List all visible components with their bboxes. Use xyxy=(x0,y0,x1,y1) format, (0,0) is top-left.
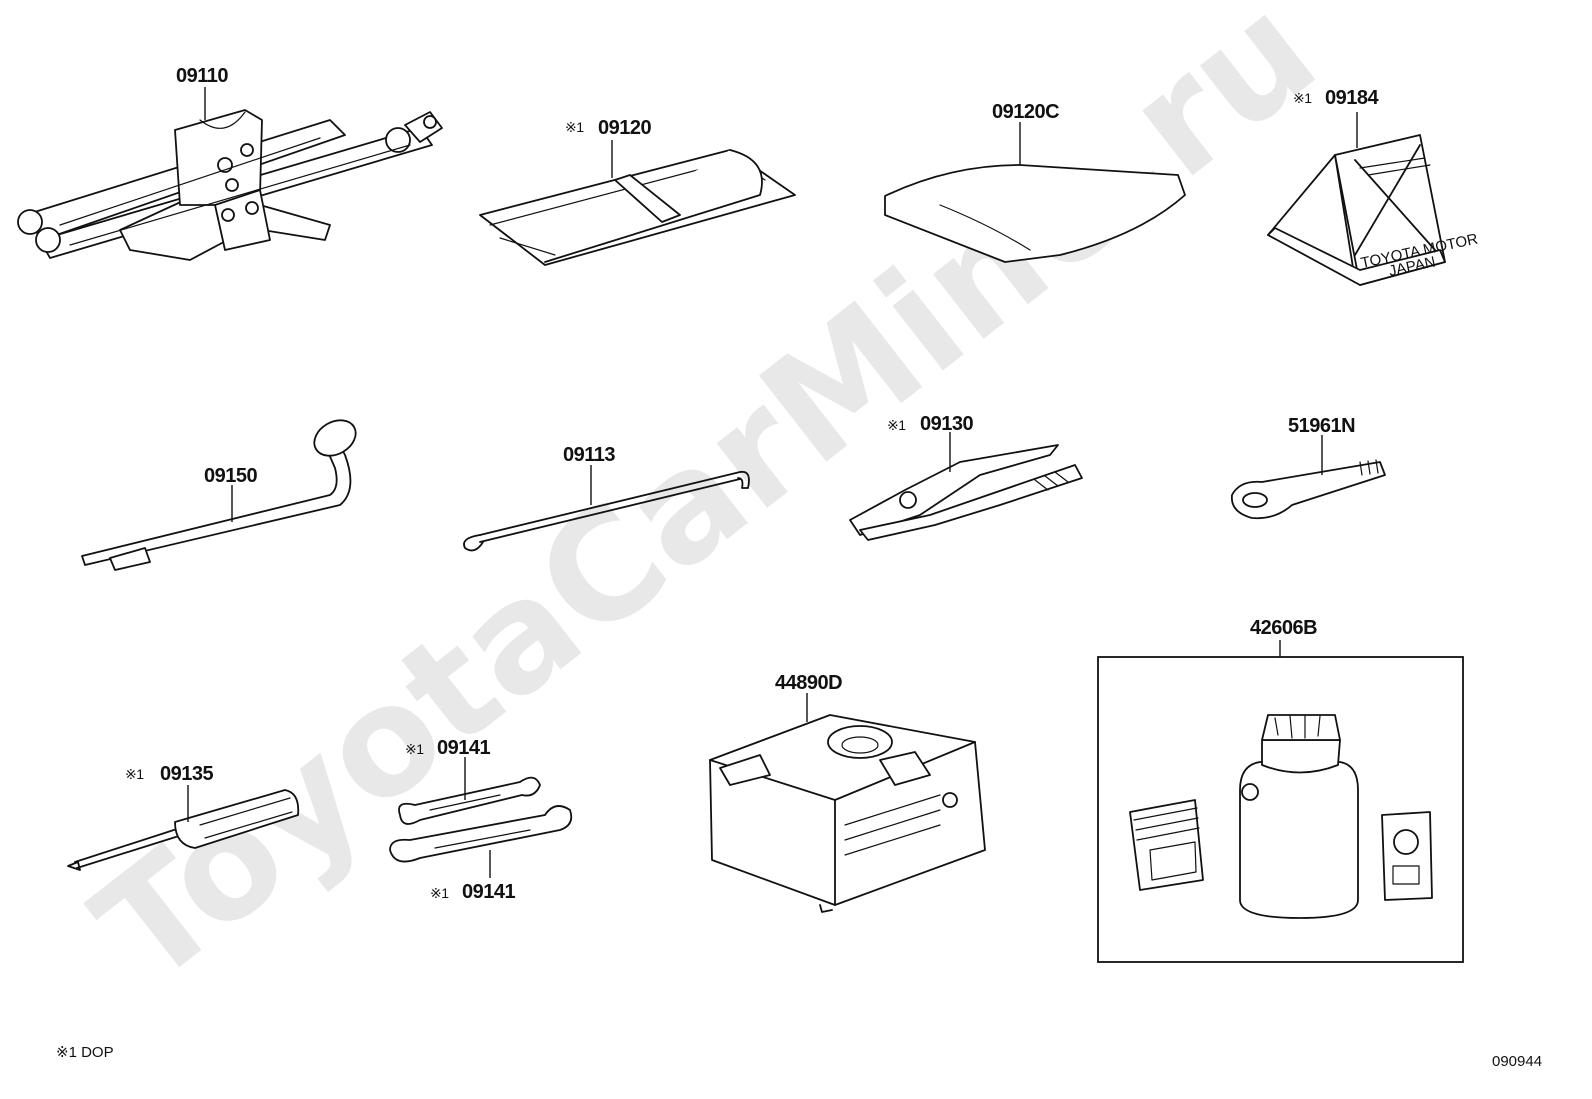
part-label-09120: 09120 xyxy=(598,117,651,139)
part-label-09113: 09113 xyxy=(563,444,615,466)
part-ref-09184: ※1 xyxy=(1293,90,1312,106)
repair-kit-frame xyxy=(1097,656,1464,963)
part-label-09135: 09135 xyxy=(160,763,213,785)
part-label-09130: 09130 xyxy=(920,413,973,435)
part-label-42606B: 42606B xyxy=(1250,617,1317,639)
lug-wrench-illustration xyxy=(81,419,357,571)
part-ref-09141-top: ※1 xyxy=(405,741,424,757)
part-label-09110: 09110 xyxy=(176,65,228,87)
part-ref-09130: ※1 xyxy=(887,417,906,433)
spanner-1-illustration xyxy=(398,776,541,825)
warning-triangle-illustration: TOYOTA MOTOR JAPAN xyxy=(1267,134,1480,286)
compressor-illustration xyxy=(709,714,986,913)
part-label-09184: 09184 xyxy=(1325,87,1379,109)
part-ref-09120: ※1 xyxy=(565,119,584,135)
part-ref-09135: ※1 xyxy=(125,766,144,782)
repair-kit-illustration xyxy=(1129,714,1433,919)
pliers-illustration xyxy=(849,444,1083,541)
scissor-jack-illustration xyxy=(17,109,443,261)
footnote-dop: ※1 DOP xyxy=(56,1044,114,1061)
part-label-09141-top: 09141 xyxy=(437,737,490,759)
spanner-2-illustration xyxy=(389,805,573,863)
part-label-09120C: 09120C xyxy=(992,101,1059,123)
part-label-09141-bottom: 09141 xyxy=(462,881,515,903)
part-label-09150: 09150 xyxy=(204,465,257,487)
towing-eye-illustration xyxy=(1230,459,1386,520)
diagram-code: 090944 xyxy=(1492,1053,1542,1070)
part-label-51961N: 51961N xyxy=(1288,415,1355,437)
part-label-44890D: 44890D xyxy=(775,672,842,694)
screwdriver-illustration xyxy=(67,789,300,871)
tool-bag-illustration xyxy=(479,149,796,266)
jack-handle-illustration xyxy=(463,470,750,552)
part-ref-09141-bottom: ※1 xyxy=(430,885,449,901)
tool-bag-c-illustration xyxy=(884,164,1186,263)
